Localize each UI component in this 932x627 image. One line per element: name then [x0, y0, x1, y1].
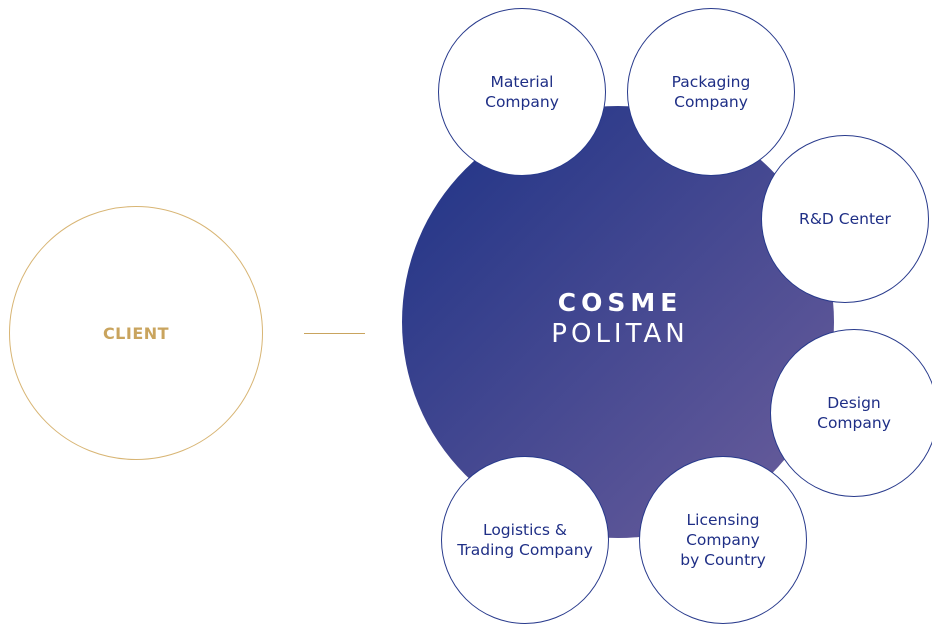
- node-rd-center: R&D Center: [761, 135, 929, 303]
- node-label: Material Company: [485, 73, 559, 111]
- node-logistics-trading-company: Logistics & Trading Company: [441, 456, 609, 624]
- node-label: Logistics & Trading Company: [457, 521, 593, 559]
- client-connector-line: [304, 333, 365, 334]
- brand-logo-line2: POLITAN: [551, 319, 689, 349]
- node-packaging-company: Packaging Company: [627, 8, 795, 176]
- node-label: R&D Center: [799, 210, 891, 228]
- client-circle: CLIENT: [9, 206, 263, 460]
- node-licensing-company: Licensing Company by Country: [639, 456, 807, 624]
- node-design-company: Design Company: [770, 329, 932, 497]
- node-label: Licensing Company by Country: [680, 511, 766, 569]
- brand-logo-line1: COSME: [557, 288, 683, 317]
- hub-circle: [402, 106, 834, 538]
- node-label: Packaging Company: [671, 73, 751, 111]
- node-label: Design Company: [817, 394, 891, 432]
- node-material-company: Material Company: [438, 8, 606, 176]
- brand-logo: COSME POLITAN: [520, 288, 720, 350]
- client-label: CLIENT: [102, 323, 170, 343]
